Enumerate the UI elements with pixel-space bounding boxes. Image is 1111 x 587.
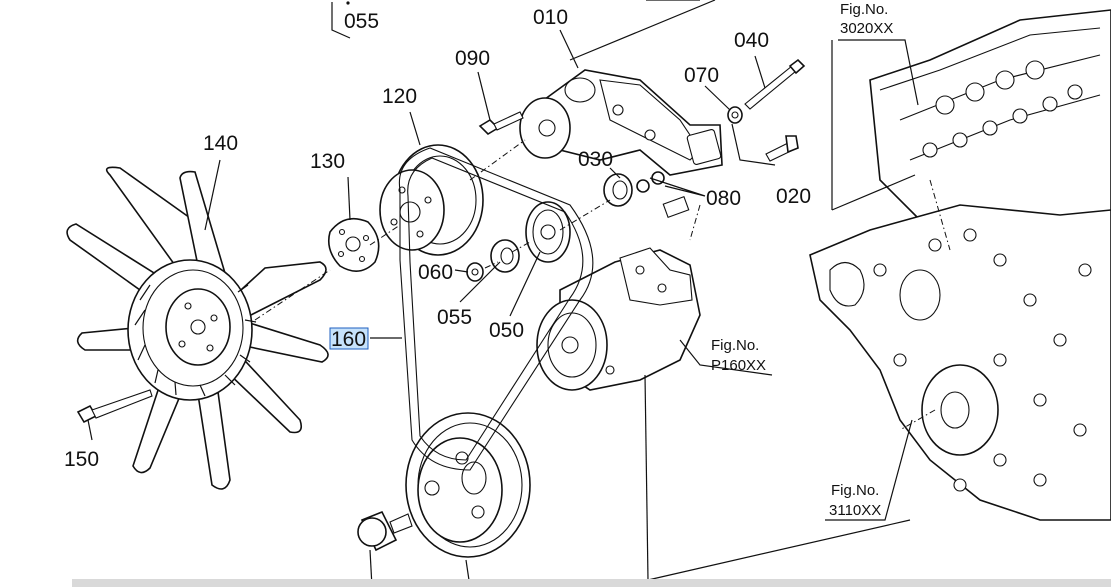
part-label-130[interactable]: 130	[310, 150, 345, 173]
v-belt[interactable]	[398, 147, 594, 471]
horizontal-scrollbar[interactable]	[72, 579, 1111, 587]
cooling-fan[interactable]	[66, 166, 329, 490]
crankshaft-pulley[interactable]	[405, 412, 531, 558]
part-label-040[interactable]: 040	[734, 29, 769, 52]
water-pump-pulley[interactable]	[379, 144, 484, 256]
compressor-assembly[interactable]	[536, 195, 701, 391]
part-labels: 055 010 090 040 070 120 140 130 030 080 …	[64, 1, 811, 471]
part-label-070[interactable]: 070	[684, 64, 719, 87]
engine-block[interactable]	[809, 9, 1111, 521]
nut-060[interactable]	[466, 262, 484, 282]
part-label-010[interactable]: 010	[533, 6, 568, 29]
part-label-160-selection	[329, 327, 369, 350]
part-label-060[interactable]: 060	[418, 261, 453, 284]
figure-references: Fig.No. 3020XX Fig.No. P160XX Fig.No. 31…	[711, 1, 893, 519]
gasket-030[interactable]	[603, 173, 633, 207]
part-label-030[interactable]: 030	[578, 148, 613, 171]
fig-ref-bottom-number[interactable]: 3110XX	[829, 502, 881, 519]
part-label-120[interactable]: 120	[382, 85, 417, 108]
fig-ref-mid-title[interactable]: Fig.No.	[711, 337, 759, 354]
fig-ref-top-title[interactable]: Fig.No.	[840, 1, 888, 18]
part-label-080[interactable]: 080	[706, 187, 741, 210]
leader-lines	[87, 0, 919, 587]
water-pump[interactable]	[519, 69, 723, 176]
fig-ref-bottom-title[interactable]: Fig.No.	[831, 482, 879, 499]
pump-bolt-090[interactable]	[478, 111, 524, 136]
fig-ref-top-number[interactable]: 3020XX	[840, 20, 893, 37]
part-label-055-top[interactable]: 055	[344, 10, 379, 33]
part-label-055[interactable]: 055	[437, 306, 472, 329]
part-label-160[interactable]: 160	[331, 328, 366, 351]
assembly-lines	[254, 139, 951, 431]
fan-spacer[interactable]	[327, 217, 380, 272]
part-label-150[interactable]: 150	[64, 448, 99, 471]
idler-pulley[interactable]	[525, 201, 571, 263]
nut-080[interactable]	[636, 171, 665, 193]
part-label-140[interactable]: 140	[203, 132, 238, 155]
fig-ref-mid-number[interactable]: P160XX	[711, 357, 766, 374]
washer-070[interactable]	[727, 106, 743, 124]
crank-bolt[interactable]	[357, 510, 413, 552]
bolt-020[interactable]	[765, 135, 799, 162]
long-bolt-040[interactable]	[744, 58, 806, 110]
part-label-020[interactable]: 020	[776, 185, 811, 208]
part-label-090[interactable]: 090	[455, 47, 490, 70]
fan-bolt[interactable]	[76, 389, 153, 424]
part-label-050[interactable]: 050	[489, 319, 524, 342]
